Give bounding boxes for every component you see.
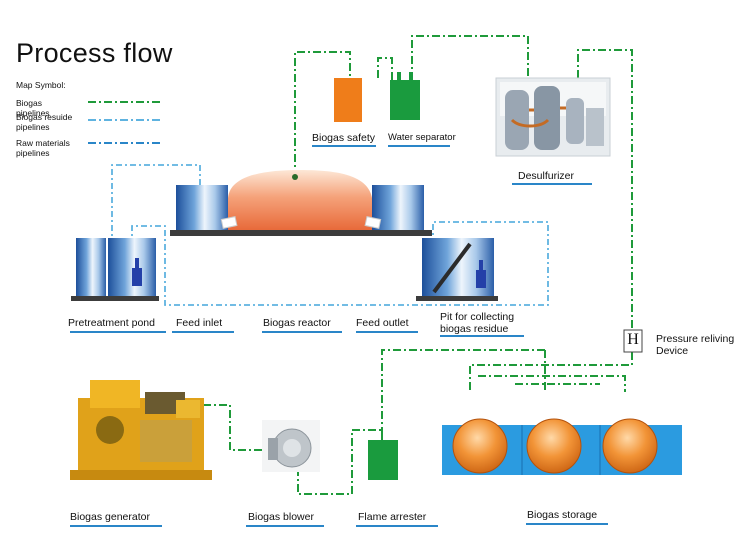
label-water-separator: Water separator [388, 132, 456, 143]
label-desulfurizer: Desulfurizer [518, 170, 575, 182]
underline-desulfurizer [512, 183, 592, 185]
underline-residue-pit [440, 335, 524, 337]
biogas-blower-image [262, 420, 320, 472]
underline-feed-outlet [356, 331, 418, 333]
label-pressure-valve: Pressure reliving Device [656, 333, 735, 357]
label-biogas-generator: Biogas generator [70, 511, 150, 523]
pretreatment-pond [71, 238, 159, 301]
biogas-safety-tank [334, 78, 362, 122]
underline-biogas-reactor [262, 331, 342, 333]
label-residue-pit: Pit for collecting biogas residue [440, 311, 515, 335]
underline-water-separator [388, 145, 450, 147]
residue-pipelines [111, 164, 549, 306]
biogas-pipelines [185, 35, 633, 495]
underline-pretreatment-pond [70, 331, 166, 333]
label-biogas-storage: Biogas storage [527, 509, 598, 521]
reactor-left-tank [176, 185, 228, 230]
underline-biogas-safety [312, 145, 376, 147]
legend-biogas-pipelines: Biogas pipelines [16, 98, 50, 118]
label-feed-outlet: Feed outlet [356, 317, 409, 329]
label-feed-inlet: Feed inlet [176, 317, 223, 329]
label-pretreatment-pond: Pretreatment pond [68, 317, 155, 329]
reactor-base [170, 230, 432, 236]
underline-biogas-storage [526, 523, 608, 525]
legend-heading: Map Symbol: [16, 80, 66, 90]
label-biogas-reactor: Biogas reactor [263, 317, 331, 329]
underline-biogas-generator [70, 525, 162, 527]
pressure-valve-symbol: H [627, 331, 639, 348]
desulfurizer-image [495, 77, 611, 157]
label-biogas-safety: Biogas safety [312, 132, 376, 144]
label-flame-arrester: Flame arrester [358, 511, 427, 523]
legend-residue-pipelines: Biogas resuide pipelines [16, 112, 73, 132]
page-title: Process flow [16, 38, 173, 68]
residue-pit [416, 238, 498, 301]
reactor-right-tank [372, 185, 424, 230]
underline-flame-arrester [356, 525, 438, 527]
water-separator-tank [390, 80, 420, 120]
legend-raw-materials-pipelines: Raw materials pipelines [16, 138, 70, 158]
biogas-reactor-balloon [228, 170, 372, 230]
flame-arrester-tank [368, 440, 398, 480]
underline-biogas-blower [246, 525, 324, 527]
label-biogas-blower: Biogas blower [248, 511, 314, 523]
biogas-storage [442, 418, 682, 475]
underline-feed-inlet [172, 331, 234, 333]
biogas-generator-image [70, 380, 212, 480]
